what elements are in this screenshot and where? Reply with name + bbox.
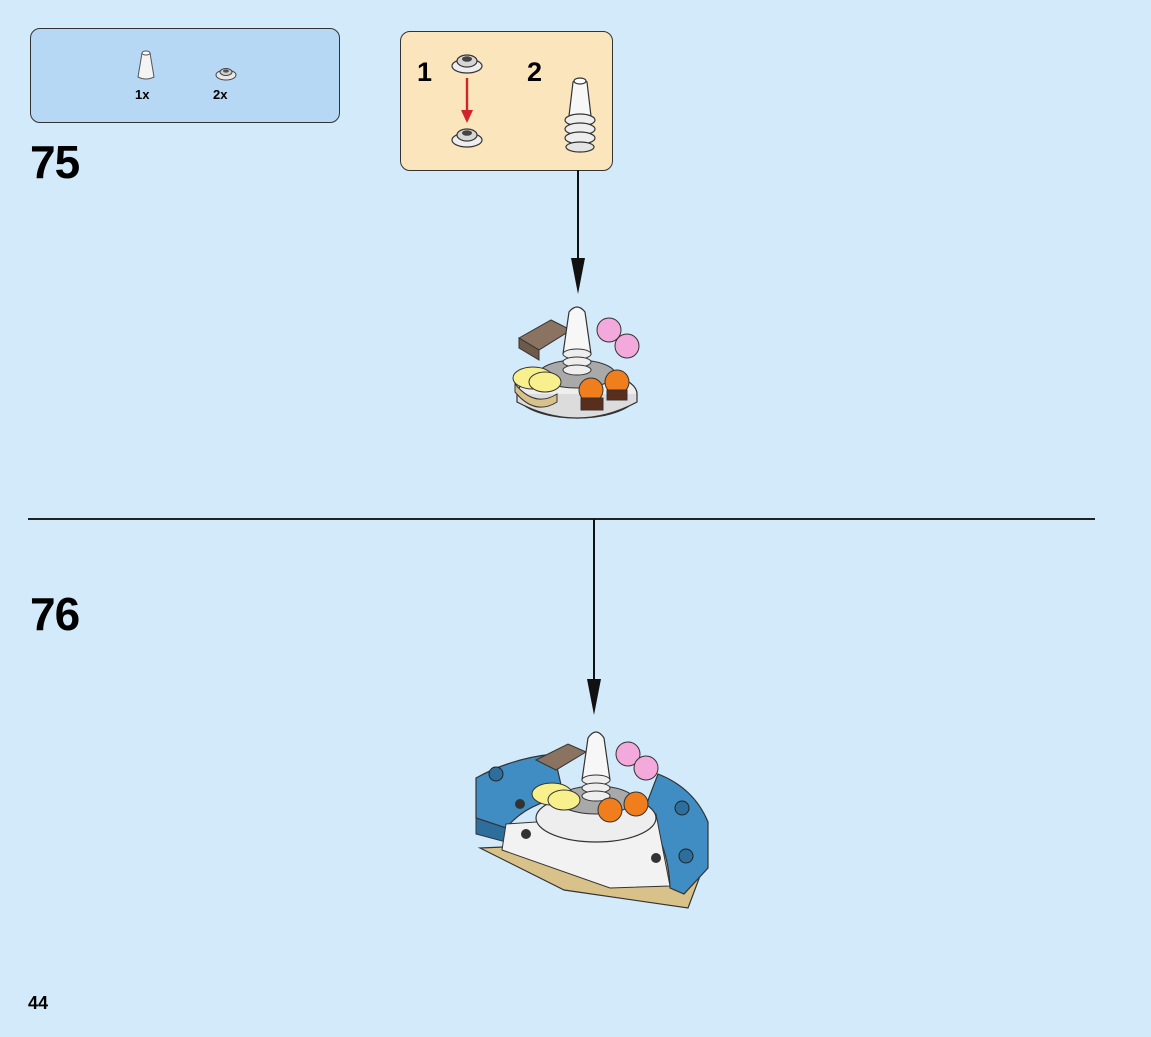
parts-list-box: 1x 2x [30, 28, 340, 123]
cone-piece-icon [137, 50, 155, 80]
step-number: 75 [30, 136, 80, 188]
step-number: 76 [30, 588, 80, 640]
cone-stack-icon [564, 77, 596, 153]
round-plate-piece-icon [215, 68, 237, 81]
substep-number: 2 [527, 57, 543, 87]
attach-arrow-icon [461, 78, 473, 123]
placement-arrow-icon [571, 170, 585, 294]
quantity-label: 1x [135, 87, 150, 102]
step-divider [28, 518, 1095, 520]
round-plate-piece-icon [451, 54, 483, 74]
page-number: 44 [28, 993, 49, 1013]
quantity-label: 2x [213, 87, 228, 102]
placement-arrow-icon [587, 519, 601, 715]
substep-number: 1 [417, 57, 433, 87]
subassembly-box: 1 2 [400, 31, 613, 171]
cake-stand-model-image [512, 306, 640, 419]
round-plate-piece-icon [451, 128, 483, 148]
booth-model-image [475, 731, 709, 909]
